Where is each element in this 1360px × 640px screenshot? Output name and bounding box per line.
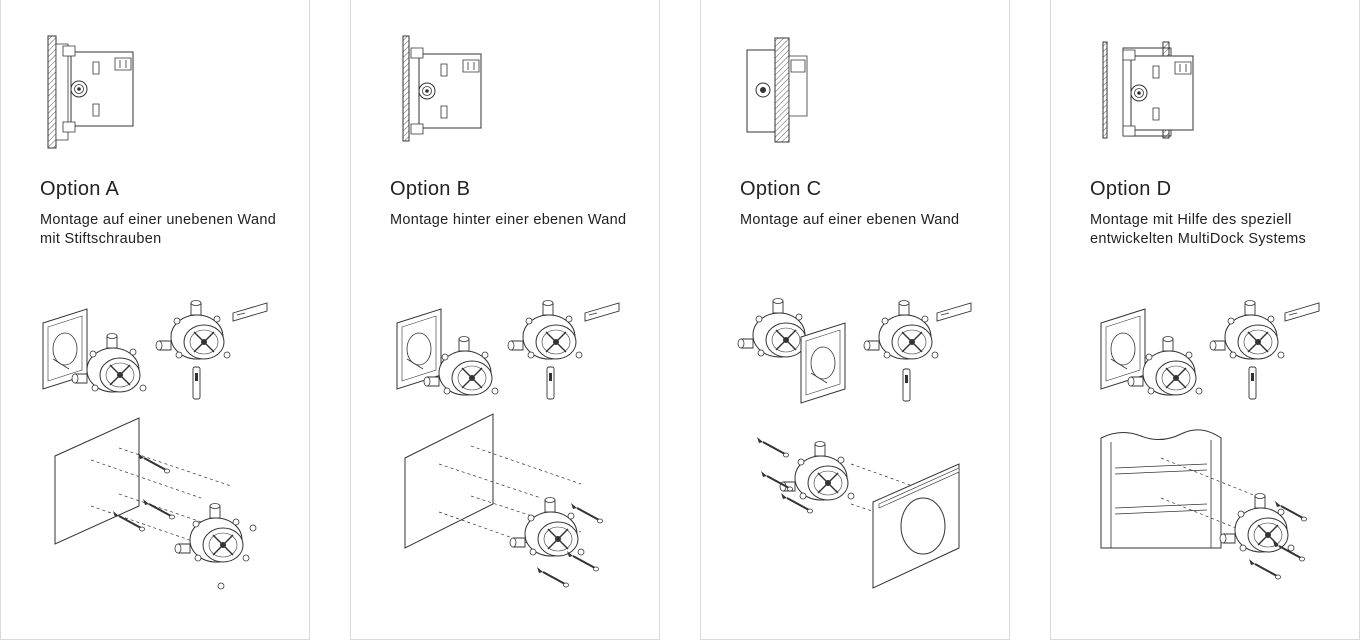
option-card-c: Option C Montage auf einer ebenen Wand [700, 0, 1010, 640]
option-card-d: Option D Montage mit Hilfe des speziell … [1050, 0, 1360, 640]
assembly-diagram-d [1051, 408, 1308, 580]
option-title: Option B [390, 178, 471, 200]
option-title: Option A [40, 178, 120, 200]
option-description: Montage auf einer unebenen Wand mit Stif… [40, 212, 277, 247]
side-view-diagram-a [1, 30, 134, 160]
option-card-b: Option B Montage hinter einer ebenen Wan… [350, 0, 660, 640]
side-view-diagram-d [1051, 30, 1194, 160]
parts-diagram-a [42, 299, 268, 400]
side-view-diagram-c [701, 30, 1011, 160]
parts-diagram-d [1100, 299, 1320, 400]
assembly-diagram-a [1, 408, 311, 608]
option-description: Montage hinter einer ebenen Wand [390, 212, 627, 228]
option-card-a: Option A Montage auf einer unebenen Wand… [0, 0, 310, 640]
assembly-diagram-b [351, 408, 604, 588]
assembly-diagram-c [756, 436, 1011, 608]
option-description: Montage auf einer ebenen Wand [740, 212, 960, 228]
option-description: Montage mit Hilfe des speziell entwickel… [1090, 212, 1307, 247]
side-view-diagram-b [351, 30, 482, 160]
option-title: Option D [1090, 178, 1172, 200]
parts-diagram-b [396, 299, 620, 400]
parts-diagram-c [737, 297, 972, 404]
option-title: Option C [740, 178, 822, 200]
